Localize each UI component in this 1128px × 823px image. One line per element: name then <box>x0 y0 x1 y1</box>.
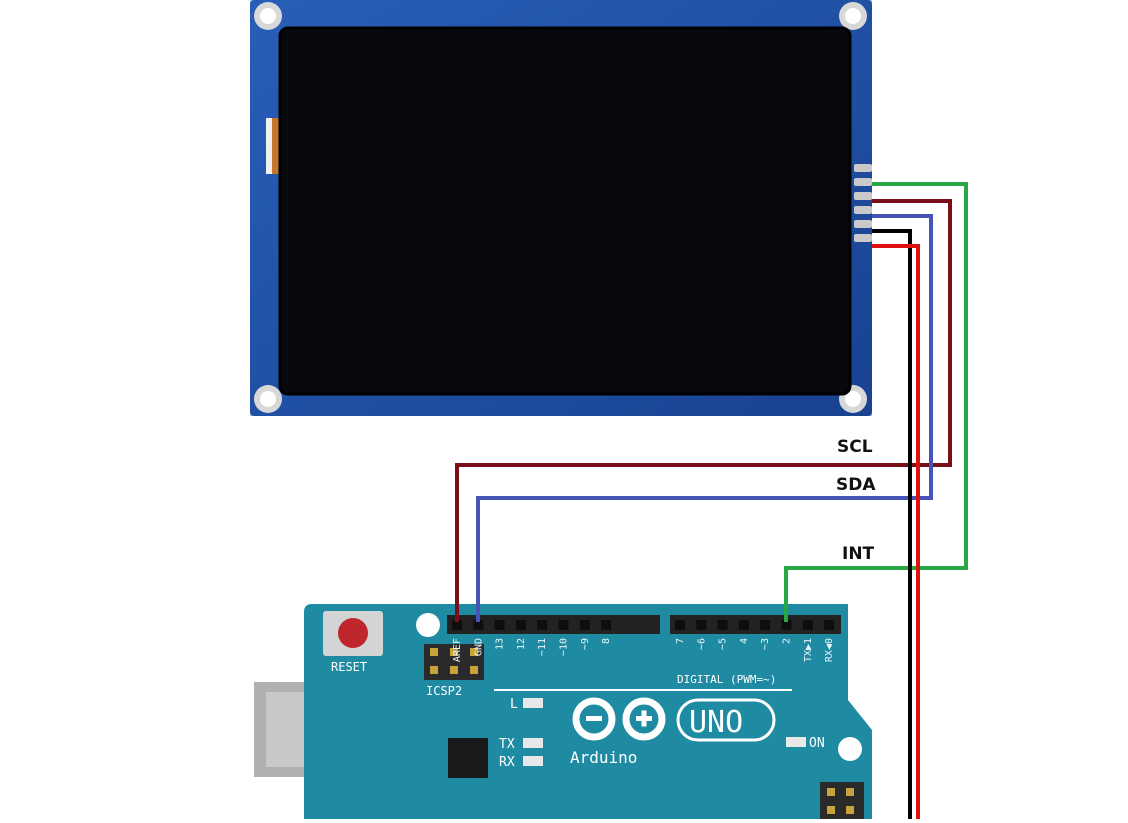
header-pin-label: 2 <box>782 638 793 644</box>
arduino-logo-icon <box>572 697 666 741</box>
header-pin-label: GND <box>473 638 484 656</box>
header-pin-label: 8 <box>601 638 612 644</box>
header-pin-label: ~10 <box>559 638 570 656</box>
header-pin-label: 4 <box>739 638 750 644</box>
led-rx <box>523 756 543 766</box>
mounting-hole-icon <box>254 2 282 30</box>
icsp-label: ICSP2 <box>426 684 462 698</box>
header-pin-socket <box>802 620 813 630</box>
brand-label: Arduino <box>570 748 637 767</box>
model-label: UNO <box>689 705 743 740</box>
header-pin-socket <box>760 620 771 630</box>
header-pin-socket <box>537 620 548 630</box>
header-pin-socket <box>696 620 707 630</box>
header-pin-label: ~5 <box>718 638 729 650</box>
header-pin-socket <box>675 620 685 630</box>
header-pin-labels-left: AREF GND 13 12 ~11 ~10 ~9 8 <box>452 638 612 662</box>
header-pin-label: 7 <box>675 638 686 644</box>
arduino-uno-board: RESET ICSP2 AREF GND 13 12 ~11 ~10 ~9 8 7 ~6 ~5 4 ~… <box>254 604 872 819</box>
uno-badge <box>676 698 776 742</box>
header-pin-label: AREF <box>452 638 463 662</box>
power-header <box>820 782 864 819</box>
arduino-board-body <box>304 604 872 819</box>
header-pin-labels-right: 7 ~6 ~5 4 ~3 2 TX▶1 RX◀0 <box>675 638 835 662</box>
usb-chip <box>448 738 488 778</box>
header-pin-socket <box>515 620 526 630</box>
sda-label: SDA <box>836 475 876 495</box>
display-screen-border <box>278 26 852 396</box>
header-pin-label: 13 <box>495 638 506 650</box>
header-pin-socket <box>473 620 484 630</box>
header-pin-label: TX▶1 <box>803 638 814 662</box>
gnd-wire <box>872 229 912 819</box>
digital-header-left <box>447 615 660 634</box>
header-pin-label: ~11 <box>537 638 548 656</box>
header-pin-socket <box>824 620 835 630</box>
wires <box>455 182 968 819</box>
header-pin-socket <box>738 620 749 630</box>
icsp2-header <box>424 644 484 680</box>
board-mounting-hole-icon <box>416 613 440 637</box>
on-label: ON <box>809 736 825 751</box>
led-tx <box>523 738 543 748</box>
touch-display-module <box>250 0 872 416</box>
reset-button-cap[interactable] <box>338 618 368 648</box>
int-label: INT <box>842 544 875 564</box>
display-screen <box>280 28 850 394</box>
digital-label: DIGITAL (PWM=~) <box>677 673 776 686</box>
scl-wire <box>455 199 952 622</box>
header-pin-socket <box>452 620 462 630</box>
reset-label: RESET <box>331 660 367 674</box>
mounting-hole-icon <box>839 2 867 30</box>
mounting-hole-icon <box>254 385 282 413</box>
led-l-label: L <box>510 697 518 712</box>
tx-label: TX <box>499 737 515 752</box>
int-wire <box>784 182 968 622</box>
scl-label: SCL <box>837 437 873 457</box>
header-pin-socket <box>717 620 728 630</box>
rx-label: RX <box>499 755 515 770</box>
sda-wire <box>476 214 933 622</box>
display-header-pins <box>854 164 872 242</box>
header-pin-label: ~3 <box>760 638 771 650</box>
led-l <box>523 698 543 708</box>
header-pin-socket <box>494 620 505 630</box>
header-pin-label: RX◀0 <box>824 638 835 662</box>
header-pin-socket <box>579 620 590 630</box>
header-pin-label: ~9 <box>580 638 591 650</box>
vcc-wire <box>872 244 920 819</box>
header-pin-socket <box>558 620 569 630</box>
digital-header-right <box>670 615 841 634</box>
header-pin-socket <box>781 620 792 630</box>
flex-connector-edge <box>266 118 272 174</box>
led-on <box>786 737 806 747</box>
header-pin-socket <box>601 620 612 630</box>
header-pin-label: ~6 <box>696 638 707 650</box>
header-pin-label: 12 <box>516 638 527 650</box>
board-mounting-hole-icon <box>838 737 862 761</box>
